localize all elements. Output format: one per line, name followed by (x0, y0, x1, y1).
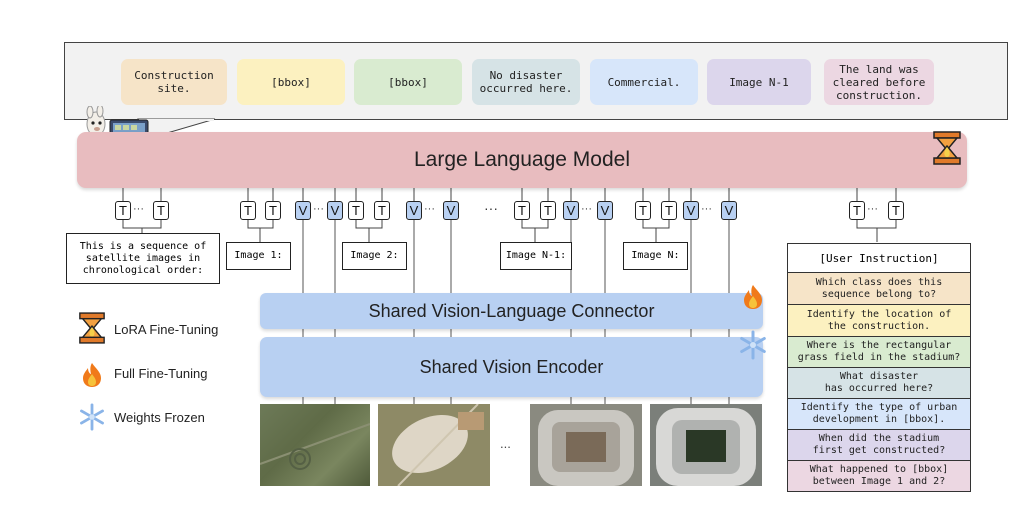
text-token: T (265, 201, 281, 220)
vision-language-connector-block: Shared Vision-Language Connector (260, 293, 763, 329)
connector-label: Shared Vision-Language Connector (368, 300, 655, 321)
legend-frozen-label: Weights Frozen (114, 410, 205, 425)
output-chip: No disaster occurred here. (472, 59, 580, 105)
satellite-image-1 (259, 404, 371, 486)
instruction-text: What disaster has occurred here? (824, 371, 934, 394)
token-ellipsis: ··· (867, 203, 878, 215)
output-chip: Image N-1 (707, 59, 811, 105)
legend-lora-label: LoRA Fine-Tuning (114, 322, 219, 337)
vision-token: V (683, 201, 699, 220)
image-label-n-1: Image N-1: (500, 242, 572, 270)
instruction-item: Which class does this sequence belong to… (787, 273, 971, 305)
output-chip: [bbox] (237, 59, 345, 105)
vision-token: V (327, 201, 343, 220)
token-ellipsis: ··· (133, 203, 144, 215)
token-ellipsis: ··· (701, 203, 712, 215)
vision-token: V (597, 201, 613, 220)
text-token: T (374, 201, 390, 220)
output-chip-text: [bbox] (388, 75, 428, 89)
instruction-text: When did the stadium first get construct… (812, 433, 946, 456)
vision-token: V (721, 201, 737, 220)
text-token: T (540, 201, 556, 220)
text-token: T (849, 201, 865, 220)
satellite-image-2 (378, 403, 490, 487)
output-chip: Construction site. (121, 59, 227, 105)
instruction-text: Which class does this sequence belong to… (815, 276, 943, 300)
instruction-header-text: [User Instruction] (819, 251, 939, 265)
text-token: T (514, 201, 530, 220)
image-label-text: Image 2: (350, 250, 399, 261)
snowflake-icon (738, 330, 768, 360)
instruction-item: What disaster has occurred here? (787, 368, 971, 399)
instruction-item: When did the stadium first get construct… (787, 430, 971, 461)
instruction-item: What happened to [bbox] between Image 1 … (787, 461, 971, 492)
system-prompt-text: This is a sequence of satellite images i… (79, 240, 207, 276)
output-chip-text: Construction site. (134, 69, 214, 95)
instruction-item: Identify the location of the constructio… (787, 305, 971, 337)
text-token: T (115, 201, 131, 220)
system-prompt-box: This is a sequence of satellite images i… (66, 233, 220, 284)
text-token: T (153, 201, 169, 220)
lora-icon (78, 310, 106, 346)
large-language-model-block: Large Language Model (77, 132, 967, 188)
image-label-n: Image N: (623, 242, 688, 270)
vision-token: V (406, 201, 422, 220)
token-ellipsis: ··· (581, 203, 592, 215)
lora-icon (932, 130, 962, 166)
fire-icon (742, 284, 764, 310)
instruction-text: Where is the rectangular grass field in … (797, 340, 961, 363)
image-label-2: Image 2: (342, 242, 407, 270)
instruction-text: Identify the location of the constructio… (806, 308, 952, 332)
output-chip-text: No disaster occurred here. (479, 69, 573, 95)
output-chip-text: Commercial. (607, 75, 681, 89)
fire-icon (81, 362, 103, 388)
legend-full-label: Full Fine-Tuning (114, 366, 208, 381)
satellite-image-n (650, 404, 762, 486)
output-chip: Commercial. (590, 59, 698, 105)
text-token: T (635, 201, 651, 220)
vision-encoder-block: Shared Vision Encoder (260, 337, 763, 397)
text-token: T (661, 201, 677, 220)
image-label-text: Image N: (631, 250, 680, 261)
image-label-1: Image 1: (226, 242, 291, 270)
instruction-item: Where is the rectangular grass field in … (787, 337, 971, 368)
token-ellipsis: ··· (424, 203, 435, 215)
image-label-text: Image N-1: (505, 250, 567, 261)
image-label-text: Image 1: (234, 250, 283, 261)
encoder-label: Shared Vision Encoder (419, 356, 604, 377)
instruction-text: Identify the type of urban development i… (800, 402, 958, 425)
instruction-text: What happened to [bbox] between Image 1 … (809, 464, 949, 487)
llm-label: Large Language Model (413, 148, 630, 171)
output-chip-text: Image N-1 (729, 75, 789, 89)
vision-token: V (443, 201, 459, 220)
group-ellipsis: ··· (484, 200, 498, 216)
text-token: T (348, 201, 364, 220)
images-ellipsis: ... (500, 436, 511, 451)
token-ellipsis: ··· (313, 203, 324, 215)
vision-token: V (295, 201, 311, 220)
output-chip-text: The land was cleared before construction… (832, 62, 926, 102)
vision-token: V (563, 201, 579, 220)
output-chip: [bbox] (354, 59, 462, 105)
text-token: T (240, 201, 256, 220)
snowflake-icon (78, 403, 106, 431)
output-chip-text: [bbox] (271, 75, 311, 89)
instruction-item: Identify the type of urban development i… (787, 399, 971, 430)
text-token: T (888, 201, 904, 220)
output-chip: The land was cleared before construction… (824, 59, 934, 105)
satellite-image-n-1 (530, 404, 642, 486)
user-instruction-header: [User Instruction] (787, 243, 971, 273)
